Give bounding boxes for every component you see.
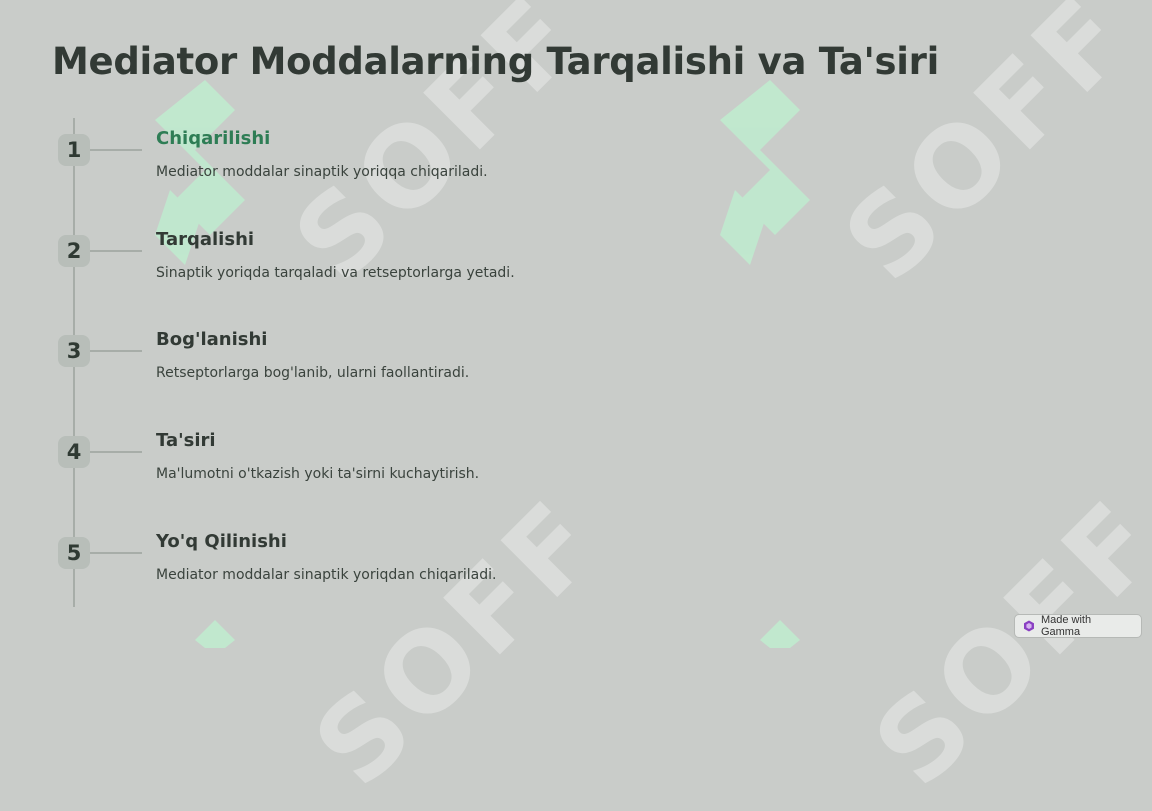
step-title: Yo'q Qilinishi [156,531,287,552]
step-number-badge: 1 [58,134,90,166]
step-number-badge: 4 [58,436,90,468]
step-number-badge: 2 [58,235,90,267]
step-title: Bog'lanishi [156,329,268,350]
slide-title: Mediator Moddalarning Tarqalishi va Ta's… [52,40,939,83]
step-title: Chiqarilishi [156,128,271,149]
timeline-step: 3 Bog'lanishi Retseptorlarga bog'lanib, … [0,329,700,415]
timeline-step: 1 Chiqarilishi Mediator moddalar sinapti… [0,128,700,214]
step-connector [90,451,142,453]
timeline-step: 4 Ta'siri Ma'lumotni o'tkazish yoki ta's… [0,430,700,516]
gamma-badge-label: Made with Gamma [1040,614,1092,638]
step-connector [90,250,142,252]
timeline-step: 5 Yo'q Qilinishi Mediator moddalar sinap… [0,531,700,617]
timeline: 1 Chiqarilishi Mediator moddalar sinapti… [0,118,700,617]
step-title: Ta'siri [156,430,216,451]
step-description: Mediator moddalar sinaptik yoriqqa chiqa… [156,164,488,180]
step-connector [90,552,142,554]
step-description: Retseptorlarga bog'lanib, ularni faollan… [156,365,470,381]
step-description: Mediator moddalar sinaptik yoriqdan chiq… [156,567,497,583]
step-title: Tarqalishi [156,229,255,250]
step-number-badge: 3 [58,335,90,367]
step-number-badge: 5 [58,537,90,569]
timeline-step: 2 Tarqalishi Sinaptik yoriqda tarqaladi … [0,229,700,315]
step-connector [90,149,142,151]
step-connector [90,350,142,352]
gamma-icon [1023,620,1034,632]
step-description: Sinaptik yoriqda tarqaladi va retseptorl… [156,265,515,281]
made-with-gamma-button[interactable]: Made with Gamma [1014,614,1142,638]
step-description: Ma'lumotni o'tkazish yoki ta'sirni kucha… [156,466,480,482]
